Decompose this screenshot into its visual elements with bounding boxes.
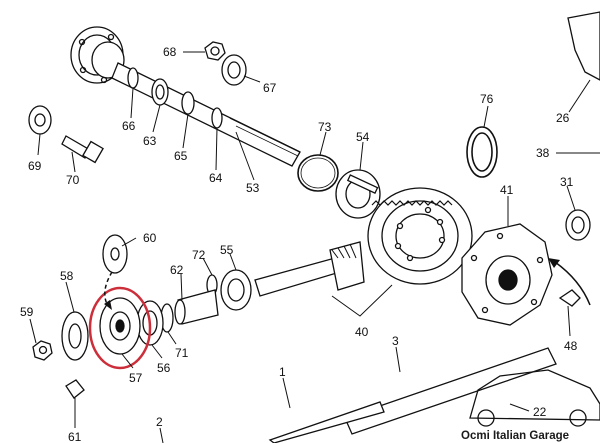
callout-31: 31 bbox=[560, 175, 574, 189]
clip-61 bbox=[65, 379, 85, 399]
clip-48 bbox=[558, 289, 581, 307]
washer-60 bbox=[102, 234, 128, 274]
callout-63: 63 bbox=[143, 134, 157, 148]
callout-41: 41 bbox=[500, 183, 514, 197]
callout-38: 38 bbox=[536, 146, 550, 160]
leader-lines bbox=[29, 51, 600, 443]
pinion-shaft bbox=[254, 241, 365, 297]
callout-61: 61 bbox=[68, 430, 82, 443]
cap-nut-69 bbox=[28, 105, 52, 135]
callout-70: 70 bbox=[66, 173, 80, 187]
ring-gear-40 bbox=[367, 187, 473, 285]
bearing-31 bbox=[565, 209, 591, 241]
o-ring-73 bbox=[297, 154, 339, 192]
watermark-text: Ocmi Italian Garage bbox=[461, 430, 569, 442]
highlight-circle bbox=[88, 286, 152, 370]
callout-2: 2 bbox=[156, 415, 163, 429]
dashed-arrow bbox=[104, 271, 113, 307]
dashed-arrow-head bbox=[104, 300, 112, 310]
callout-53: 53 bbox=[246, 181, 260, 195]
callout-72: 72 bbox=[192, 248, 206, 262]
callout-26: 26 bbox=[556, 111, 570, 125]
callout-40: 40 bbox=[355, 325, 369, 339]
callout-68: 68 bbox=[163, 45, 177, 59]
callout-60: 60 bbox=[143, 231, 157, 245]
stud-bolt-70 bbox=[61, 135, 104, 164]
drive-shaft-3 bbox=[344, 347, 557, 435]
curved-arrow bbox=[554, 261, 591, 306]
callout-62: 62 bbox=[170, 263, 184, 277]
seal-76 bbox=[466, 126, 498, 178]
callout-labels: 69 70 66 63 68 67 65 64 53 73 54 76 26 3… bbox=[20, 45, 578, 443]
callout-48: 48 bbox=[564, 339, 578, 353]
callout-3: 3 bbox=[392, 334, 399, 348]
car-watermark-icon bbox=[469, 369, 600, 427]
differential-case-41 bbox=[461, 223, 553, 326]
callout-22: 22 bbox=[533, 405, 547, 419]
bearing-57 bbox=[99, 297, 141, 355]
drive-shaft-2 bbox=[268, 401, 385, 443]
shaft-ring-65 bbox=[181, 91, 195, 115]
bearing-55 bbox=[220, 269, 252, 311]
callout-67: 67 bbox=[263, 81, 277, 95]
housing-flange-58 bbox=[61, 311, 89, 361]
bearing-67 bbox=[221, 54, 247, 86]
bearing-54 bbox=[335, 169, 381, 219]
shaft-ring-64 bbox=[211, 107, 223, 129]
callout-73: 73 bbox=[318, 120, 332, 134]
shaft-collar-66 bbox=[127, 67, 139, 89]
callout-55: 55 bbox=[220, 243, 234, 257]
callout-58: 58 bbox=[60, 269, 74, 283]
callout-1: 1 bbox=[279, 365, 286, 379]
ring-gear-teeth bbox=[371, 200, 453, 206]
callout-54: 54 bbox=[356, 130, 370, 144]
axle-shaft-flange bbox=[70, 26, 125, 84]
callout-76: 76 bbox=[480, 92, 494, 106]
callout-56: 56 bbox=[157, 361, 171, 375]
callout-66: 66 bbox=[122, 119, 136, 133]
shaft-bearing-63 bbox=[151, 78, 169, 106]
callout-64: 64 bbox=[209, 171, 223, 185]
nut-59 bbox=[32, 340, 53, 361]
callout-57: 57 bbox=[129, 371, 143, 385]
callout-59: 59 bbox=[20, 305, 34, 319]
callout-69: 69 bbox=[28, 159, 42, 173]
callout-65: 65 bbox=[174, 149, 188, 163]
spacer-62 bbox=[174, 289, 219, 325]
lock-nut-68 bbox=[204, 41, 226, 61]
callout-71: 71 bbox=[175, 346, 189, 360]
housing-26 bbox=[567, 11, 600, 81]
axle-shaft bbox=[111, 62, 301, 167]
curved-arrow-head bbox=[548, 258, 560, 268]
